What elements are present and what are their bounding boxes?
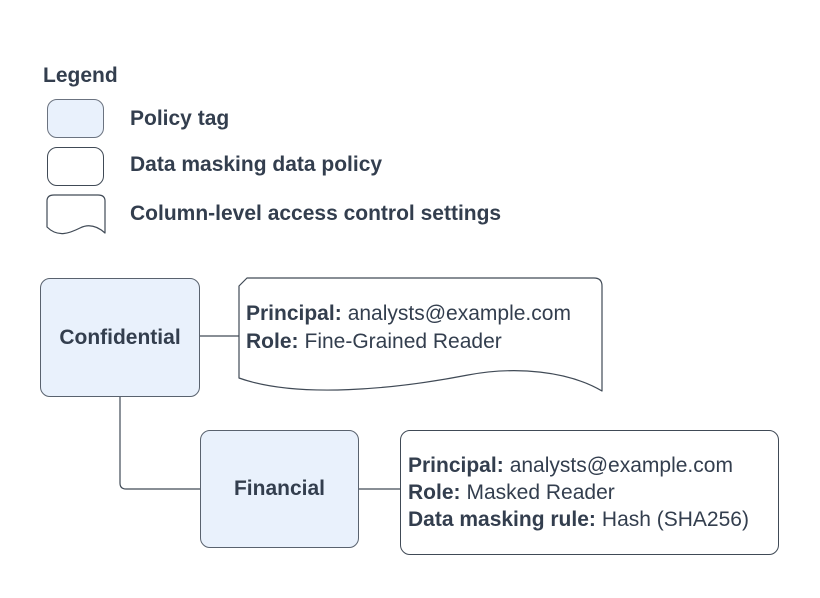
principal-line: Principal:analysts@example.com (408, 452, 778, 479)
connector-confidential-to-financial (119, 397, 200, 490)
access-settings-note-text: Principal:analysts@example.com Role:Fine… (246, 300, 598, 355)
field-value: analysts@example.com (509, 454, 733, 477)
masking-rule-line: Data masking rule:Hash (SHA256) (408, 506, 778, 533)
legend-title: Legend (43, 64, 118, 87)
field-label: Data masking rule: (408, 508, 596, 531)
legend-item-label: Data masking data policy (130, 153, 383, 176)
data-masking-policy-swatch (47, 147, 104, 186)
role-line: Role:Masked Reader (408, 479, 778, 506)
principal-line: Principal:analysts@example.com (246, 300, 598, 328)
field-label: Role: (408, 481, 461, 504)
field-value: Fine-Grained Reader (304, 329, 502, 353)
policy-tag-financial: Financial (200, 430, 359, 548)
field-label: Role: (246, 329, 299, 353)
field-label: Principal: (408, 454, 504, 477)
field-value: Hash (SHA256) (601, 508, 749, 531)
field-label: Principal: (246, 302, 342, 325)
field-value: Masked Reader (466, 481, 615, 504)
policy-tag-label: Confidential (59, 325, 181, 349)
field-value: analysts@example.com (347, 302, 571, 325)
policy-tag-label: Financial (233, 477, 326, 500)
column-access-document-swatch (46, 194, 106, 235)
policy-tag-swatch (47, 99, 104, 138)
data-masking-policy-card: Principal:analysts@example.com Role:Mask… (400, 430, 779, 555)
legend-item-label: Policy tag (130, 107, 230, 130)
policy-tag-confidential: Confidential (40, 278, 200, 397)
legend-item-label: Column-level access control settings (130, 202, 502, 225)
role-line: Role:Fine-Grained Reader (246, 328, 598, 356)
